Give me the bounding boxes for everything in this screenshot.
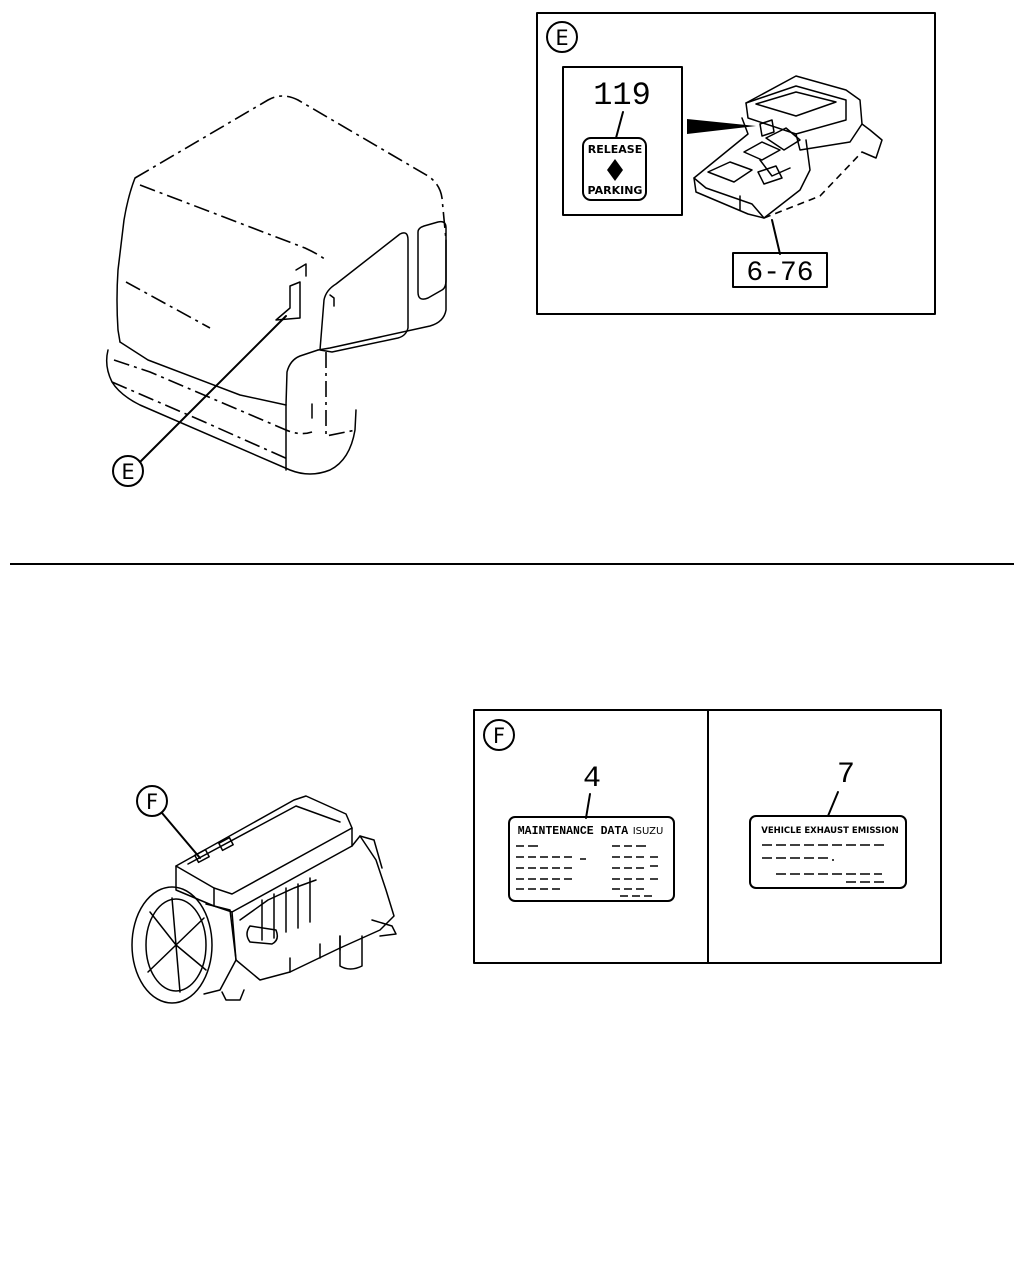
part-ref-7[interactable]: 7 bbox=[837, 758, 855, 792]
placeholder-text-lines bbox=[516, 845, 658, 897]
ref-box-6-76[interactable]: 6-76 bbox=[732, 252, 828, 289]
svg-text:RELEASE: RELEASE bbox=[588, 143, 642, 156]
pointer-wedge bbox=[687, 119, 756, 134]
svg-text:VEHICLE EXHAUST EMISSION: VEHICLE EXHAUST EMISSION bbox=[761, 826, 898, 836]
svg-text:PARKING: PARKING bbox=[588, 184, 643, 197]
svg-text:E: E bbox=[121, 460, 134, 484]
leader-line-f bbox=[161, 812, 201, 859]
vehicle-exhaust-emission-label: VEHICLE EXHAUST EMISSION bbox=[749, 815, 907, 889]
svg-text:F: F bbox=[493, 724, 505, 748]
release-parking-label: RELEASE PARKING bbox=[582, 137, 647, 201]
svg-text:E: E bbox=[555, 26, 568, 50]
detail-f-badge: F bbox=[483, 719, 515, 751]
center-console-illustration bbox=[693, 75, 883, 219]
truck-cab-illustration bbox=[105, 95, 447, 475]
svg-text:ISUZU: ISUZU bbox=[633, 826, 664, 837]
callout-e-cab[interactable]: E bbox=[112, 455, 144, 487]
part-119-inset bbox=[562, 66, 683, 216]
detail-e-badge: E bbox=[546, 21, 578, 53]
part-119-leader bbox=[615, 111, 624, 139]
arrow-down-icon bbox=[607, 170, 623, 181]
svg-text:F: F bbox=[146, 790, 158, 814]
engine-illustration bbox=[131, 795, 397, 1004]
part-ref-4[interactable]: 4 bbox=[583, 762, 601, 796]
leader-line-e bbox=[139, 315, 287, 463]
detail-e-frame bbox=[536, 12, 936, 315]
callout-f-engine[interactable]: F bbox=[136, 785, 168, 817]
part-7-leader bbox=[827, 791, 839, 817]
arrow-up-icon bbox=[607, 159, 623, 170]
svg-text:MAINTENANCE DATA: MAINTENANCE DATA bbox=[518, 825, 629, 838]
maintenance-data-label: MAINTENANCE DATA ISUZU bbox=[508, 816, 675, 902]
svg-text:6-76: 6-76 bbox=[746, 258, 813, 289]
part-ref-119[interactable]: 119 bbox=[593, 77, 651, 114]
placeholder-text-lines bbox=[762, 844, 884, 883]
part-4-leader bbox=[585, 793, 591, 819]
ref-6-76-leader bbox=[771, 219, 781, 255]
